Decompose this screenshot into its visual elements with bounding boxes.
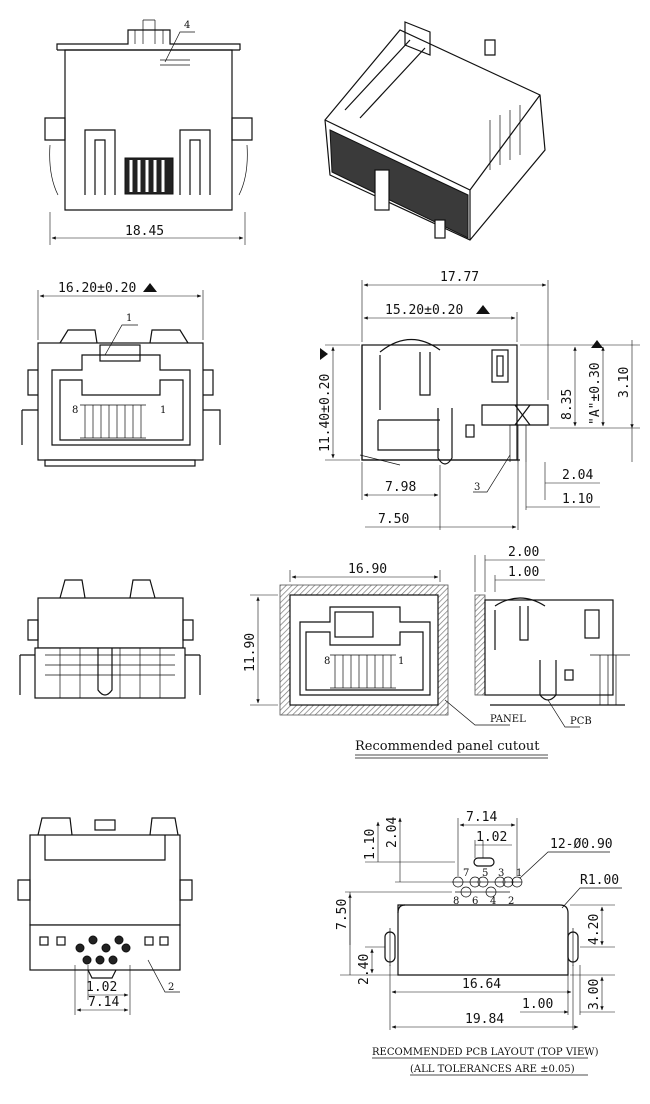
pcb-pin-7: 7	[463, 868, 469, 879]
panel-dim-11-90: 11.90	[243, 633, 258, 672]
dim-overall-17-77: 17.77	[440, 270, 479, 285]
pcb-pin-5: 5	[482, 868, 488, 879]
view-front-top: 4 18.45	[44, 19, 253, 245]
pcb-dim-2-04: 2.04	[385, 817, 400, 848]
pcb-pin-3: 3	[498, 868, 504, 879]
panel-pin-1: 1	[398, 656, 404, 667]
pcb-dim-3-00: 3.00	[587, 979, 602, 1010]
view-side: 17.77 15.20±0.20 11.40±0.20 8.35 "A"±0.3…	[318, 270, 640, 530]
pcb-dim-7-14: 7.14	[466, 810, 497, 825]
side-dim-1-00: 1.00	[508, 565, 539, 580]
pcb-dim-2-40: 2.40	[357, 954, 372, 985]
pcb-pin-8: 8	[453, 896, 459, 907]
bottom-dim-7-14: 7.14	[88, 995, 119, 1010]
pcb-pin-6: 6	[472, 896, 478, 907]
pcb-dim-r1-00: R1.00	[580, 873, 619, 888]
critical-dim-triangle	[143, 283, 157, 292]
pcb-dim-4-20: 4.20	[587, 914, 602, 945]
pcb-pin-2: 2	[508, 896, 514, 907]
critical-dim-triangle-3	[320, 348, 328, 360]
callout-1-label: 1	[126, 313, 132, 324]
callout-3-label: 3	[474, 482, 480, 493]
dim-a-0-30: "A"±0.30	[588, 362, 603, 425]
view-side-panel: 2.00 1.00 PCB	[474, 545, 630, 728]
dim-width-16-20: 16.20±0.20	[58, 281, 136, 296]
dim-height-11-40: 11.40±0.20	[318, 374, 333, 452]
view-panel-cutout: 8 1 16.90 11.90 PANEL	[243, 562, 526, 726]
critical-dim-triangle-4	[591, 340, 603, 348]
side-dim-2-00: 2.00	[508, 545, 539, 560]
dim-8-35: 8.35	[560, 389, 575, 420]
view-bottom: 1.02 7.14 2	[17, 817, 193, 1015]
dim-7-98: 7.98	[385, 480, 416, 495]
pcb-dim-7-50: 7.50	[335, 899, 350, 930]
pcb-pin-4: 4	[490, 896, 496, 907]
dim-2-04: 2.04	[562, 468, 593, 483]
caption-pcb-layout: RECOMMENDED PCB LAYOUT (TOP VIEW)	[372, 1047, 599, 1058]
dim-width-18-45: 18.45	[125, 224, 164, 239]
critical-dim-triangle-2	[476, 305, 490, 314]
front-pin-8: 8	[72, 405, 78, 416]
callout-4-label: 4	[184, 20, 190, 31]
view-front: 8 1 1 16.20±0.20	[21, 281, 221, 467]
callout-2-label: 2	[168, 982, 174, 993]
pcb-dim-1-02: 1.02	[476, 830, 507, 845]
pcb-dim-1-00: 1.00	[522, 997, 553, 1012]
view-rear	[19, 579, 201, 699]
dim-1-10: 1.10	[562, 492, 593, 507]
caption-tolerances: (ALL TOLERANCES ARE ±0.05)	[410, 1064, 575, 1075]
panel-dim-16-90: 16.90	[348, 562, 387, 577]
pcb-dim-1-10: 1.10	[363, 829, 378, 860]
caption-panel-cutout: Recommended panel cutout	[355, 739, 540, 754]
dim-7-50: 7.50	[378, 512, 409, 527]
view-isometric	[324, 21, 546, 241]
view-pcb-layout: 7 5 3 1 8 6 4 2 7.14 1.02 12-Ø0.90 1.10 …	[335, 810, 622, 1030]
bottom-dim-1-02: 1.02	[86, 980, 117, 995]
dim-3-10: 3.10	[617, 367, 632, 398]
pcb-label: PCB	[570, 716, 592, 727]
panel-pin-8: 8	[324, 656, 330, 667]
pcb-dim-holes: 12-Ø0.90	[550, 837, 613, 852]
panel-label: PANEL	[490, 714, 526, 725]
dim-body-15-20: 15.20±0.20	[385, 303, 463, 318]
front-pin-1: 1	[160, 405, 166, 416]
pcb-pin-1: 1	[516, 868, 522, 879]
pcb-dim-16-64: 16.64	[462, 977, 501, 992]
pcb-dim-19-84: 19.84	[465, 1012, 504, 1027]
